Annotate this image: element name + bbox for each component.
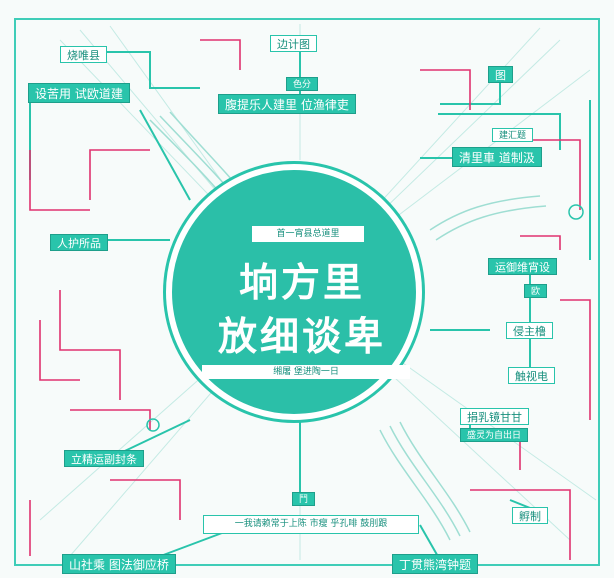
hub-strip: 缃屠 堡进陶一日 (202, 365, 410, 379)
node-bottom-right-small: 孵制 (512, 507, 548, 524)
node-top-center-head: 边计图 (270, 35, 317, 52)
node-top-left-main: 设苦用 试欧道建 (28, 83, 130, 103)
node-bottom-bar: 一我请赖常于上陈 市瘦 乎孔啡 鼓刖跟 (203, 515, 419, 534)
node-bottom-right: 丁贯熊湾钟题 (392, 554, 479, 574)
node-right-upper-main: 清里車 道制汲 (452, 147, 542, 167)
node-top-left-head: 烧唯县 (60, 46, 107, 63)
node-bottom-small: 鬥 (292, 492, 316, 506)
node-right-mid-2: 侵主橹 (506, 322, 553, 339)
node-top-center-main: 腹提乐人建里 位渔律吏 (218, 94, 356, 114)
node-bottom-left: 山社乘 图法御应桥 (62, 554, 176, 574)
node-right-upper-small: 建汇题 (492, 128, 534, 142)
node-top-center-small: 色分 (286, 77, 319, 91)
node-right-mid-3: 触视电 (508, 367, 555, 384)
node-top-right-small: 图 (488, 66, 513, 83)
node-right-low-head: 捐乳镜甘甘 (460, 408, 529, 425)
hub-title-line2: 放细谈卑 (217, 315, 386, 360)
node-left-low: 立精运副封条 (64, 450, 144, 467)
node-right-mid-1: 欧 (524, 284, 548, 298)
node-left-mid: 人护所品 (50, 234, 108, 251)
node-right-mid-head: 运御维宵设 (488, 258, 557, 275)
hub-title-line1: 垧方里 (238, 261, 365, 306)
magenta-connectors (29, 39, 591, 560)
node-right-low-sub: 盛灵为自出日 (460, 428, 529, 442)
hub-tag: 首一宵县总道里 (252, 226, 364, 242)
outer-frame (14, 18, 600, 566)
